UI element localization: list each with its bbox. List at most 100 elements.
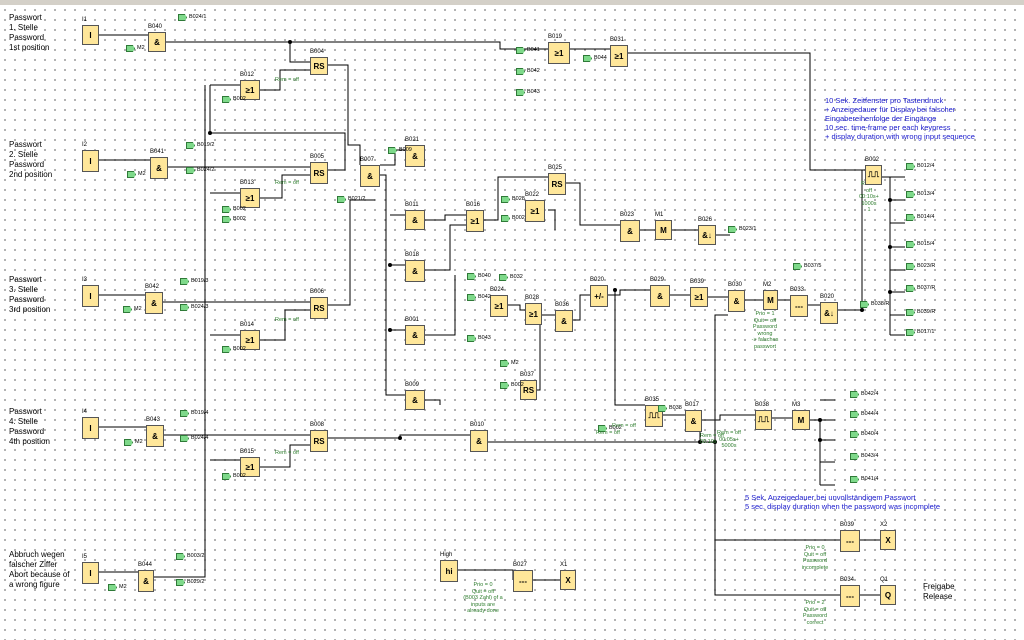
block-b020[interactable]: +/-: [590, 285, 608, 307]
rem-label-r2: Rem = off: [275, 180, 299, 186]
block-b029[interactable]: &: [650, 285, 670, 307]
flag-arrow-icon: [906, 263, 915, 270]
flag-arrow-icon: [793, 263, 802, 270]
block-q1[interactable]: Q: [880, 585, 896, 605]
flag-label: B023/R: [917, 263, 936, 269]
flag-arrow-icon: [501, 196, 510, 203]
block-b014[interactable]: ≥1: [240, 330, 260, 350]
block-b039b[interactable]: ---: [840, 530, 860, 552]
block-high[interactable]: hi: [440, 560, 458, 582]
block-b007[interactable]: &: [360, 165, 380, 187]
flag-label: B015/4: [917, 241, 935, 247]
block-b040[interactable]: &: [148, 32, 166, 52]
flag-arrow-icon: [388, 147, 397, 154]
block-label: I2: [82, 142, 88, 148]
block-b006[interactable]: RS: [310, 297, 328, 319]
flag-label: B013/4: [917, 191, 935, 197]
block-b002[interactable]: ⎍⎍: [865, 165, 882, 185]
block-b019[interactable]: ≥1: [548, 42, 570, 64]
flag-arrow-icon: [658, 405, 667, 412]
block-b009[interactable]: &: [405, 390, 425, 410]
block-b004[interactable]: RS: [310, 57, 328, 75]
flag-arrow-icon: [906, 241, 915, 248]
block-b025[interactable]: RS: [548, 173, 566, 195]
param-b038: Rem = off 00:05s+ 5000s: [717, 430, 741, 449]
flag-arrow-icon: [127, 171, 136, 178]
flag-label: B042: [527, 68, 540, 74]
block-b036[interactable]: &: [555, 310, 573, 332]
block-b005[interactable]: RS: [310, 162, 328, 184]
block-x2[interactable]: X: [880, 530, 896, 550]
block-b023[interactable]: &: [620, 220, 640, 242]
flag-arrow-icon: [337, 196, 346, 203]
block-b043[interactable]: &: [146, 425, 164, 447]
flag-arrow-icon: [850, 453, 859, 460]
block-m2[interactable]: M: [763, 290, 778, 310]
block-b010[interactable]: &: [470, 430, 488, 452]
block-b039[interactable]: ≥1: [690, 287, 708, 307]
flag-label: B032: [510, 274, 523, 280]
block-b026[interactable]: &↓: [698, 225, 716, 245]
block-i3[interactable]: I: [82, 285, 99, 307]
block-b021[interactable]: &: [405, 145, 425, 167]
block-m3[interactable]: M: [792, 410, 810, 430]
block-b008[interactable]: RS: [310, 430, 328, 452]
block-i5[interactable]: I: [82, 562, 99, 584]
block-label: B027: [513, 562, 528, 568]
block-b044[interactable]: &: [138, 570, 154, 592]
block-b034[interactable]: ---: [840, 585, 860, 607]
block-i2[interactable]: I: [82, 150, 99, 172]
flag-label: B002: [233, 346, 246, 352]
block-b038[interactable]: ⎍⎍: [755, 410, 772, 430]
flag-label: B002: [233, 206, 246, 212]
block-label: M2: [763, 282, 772, 288]
flag-label: B021/2: [348, 196, 366, 202]
flag-arrow-icon: [850, 391, 859, 398]
flag-arrow-icon: [906, 329, 915, 336]
block-label: B043: [146, 417, 161, 423]
flag-arrow-icon: [500, 382, 509, 389]
block-x1[interactable]: X: [560, 570, 576, 590]
block-b042[interactable]: &: [145, 292, 163, 314]
block-b037[interactable]: RS: [520, 380, 537, 400]
block-b031[interactable]: ≥1: [610, 45, 628, 67]
block-b033[interactable]: ---: [790, 295, 808, 317]
block-b012[interactable]: ≥1: [240, 80, 260, 100]
flag-arrow-icon: [180, 304, 189, 311]
block-b015[interactable]: ≥1: [240, 457, 260, 477]
block-b016[interactable]: ≥1: [466, 210, 484, 232]
block-b028[interactable]: ≥1: [525, 303, 542, 325]
block-label: B002: [865, 157, 880, 163]
flag-label: B040/4: [861, 431, 879, 437]
flag-arrow-icon: [186, 167, 195, 174]
block-i4[interactable]: I: [82, 417, 99, 439]
flag-arrow-icon: [850, 411, 859, 418]
block-b027[interactable]: ---: [513, 570, 533, 592]
block-b001[interactable]: &: [405, 325, 425, 345]
block-b018[interactable]: &: [405, 260, 425, 282]
flag-label: B002: [512, 215, 525, 221]
block-label: B039: [840, 522, 855, 528]
flag-arrow-icon: [850, 476, 859, 483]
diagram-canvas[interactable]: Passwort 1. Stelle Password 1st position…: [0, 5, 1024, 640]
flag-arrow-icon: [180, 410, 189, 417]
flag-label: B037/R: [917, 285, 936, 291]
block-b041[interactable]: &: [150, 157, 168, 179]
block-b030[interactable]: &: [728, 290, 745, 312]
flag-arrow-icon: [222, 216, 231, 223]
block-b024[interactable]: ≥1: [490, 295, 508, 317]
block-b020b[interactable]: &↓: [820, 302, 838, 324]
flag-label: B042/4: [861, 391, 879, 397]
flag-arrow-icon: [108, 584, 117, 591]
flag-arrow-icon: [906, 214, 915, 221]
block-label: B023: [620, 212, 635, 218]
flag-arrow-icon: [516, 68, 525, 75]
block-b017[interactable]: &: [685, 410, 702, 432]
block-m1[interactable]: M: [655, 220, 672, 240]
block-b013[interactable]: ≥1: [240, 188, 260, 208]
block-i1[interactable]: I: [82, 25, 99, 45]
flag-arrow-icon: [860, 301, 869, 308]
side-label-2: Passwort 2. Stelle Password 2nd position: [9, 140, 53, 179]
block-b022[interactable]: ≥1: [525, 200, 545, 222]
block-b011[interactable]: &: [405, 210, 425, 230]
